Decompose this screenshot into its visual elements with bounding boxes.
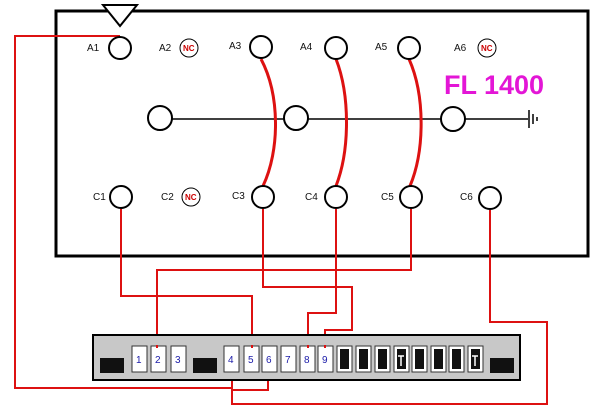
svg-text:6: 6 [266, 355, 272, 366]
svg-text:8: 8 [304, 355, 310, 366]
nc-badge-c2 [181, 187, 201, 207]
terminal-c1 [109, 185, 133, 209]
strip-slot-4: 4 [223, 345, 240, 373]
svg-text:9: 9 [322, 355, 328, 366]
strip-slot-pinned [467, 345, 484, 373]
wire-c6-slot6 [231, 210, 548, 405]
strip-slot-empty [336, 345, 353, 373]
terminal-label-c4: C4 [305, 192, 318, 203]
strip-slot-empty [411, 345, 428, 373]
terminal-label-a6: A6 [454, 43, 467, 54]
nc-label-a6: NC [481, 44, 493, 53]
strip-slot-pinned [393, 345, 410, 373]
terminal-label-c2: C2 [161, 192, 174, 203]
terminal-label-c1: C1 [93, 192, 106, 203]
strip-slot-2: 2 [150, 345, 167, 373]
wire-c5-slot2 [156, 209, 412, 345]
terminal-c6 [478, 186, 502, 210]
strip-slot-3: 3 [170, 345, 187, 373]
strip-slot-6: 6 [261, 345, 278, 373]
terminal-a5 [397, 36, 421, 60]
wire-c1-slot5 [120, 209, 253, 345]
strip-slot-empty [355, 345, 372, 373]
terminal-label-a2: A2 [159, 43, 172, 54]
strip-slot-5: 5 [243, 345, 260, 373]
strip-slot-empty [374, 345, 391, 373]
wire-a4-c4 [334, 58, 348, 187]
bus-terminal [283, 105, 309, 131]
strip-block [193, 358, 217, 373]
bus-terminal [440, 106, 466, 132]
svg-text:1: 1 [136, 355, 142, 366]
bus-terminal [147, 105, 173, 131]
strip-block [100, 358, 124, 373]
strip-slot-8: 8 [299, 345, 316, 373]
strip-slot-empty [448, 345, 465, 373]
terminal-a3 [249, 35, 273, 59]
terminal-label-a5: A5 [375, 42, 388, 53]
strip-block [490, 358, 514, 373]
wire-a3-c3 [259, 58, 277, 187]
ground-icon [528, 110, 538, 128]
pin-icon [398, 355, 404, 366]
terminal-label-c6: C6 [460, 192, 473, 203]
wire-c3-slot9 [262, 209, 353, 345]
svg-text:5: 5 [248, 355, 254, 366]
strip-slot-7: 7 [280, 345, 297, 373]
terminal-label-a3: A3 [229, 41, 242, 52]
nc-badge-a6 [477, 38, 497, 58]
device-box [54, 9, 590, 258]
strip-slot-1: 1 [131, 345, 148, 373]
terminal-label-a1: A1 [87, 43, 100, 54]
terminal-label-a4: A4 [300, 42, 313, 53]
pin-icon [472, 355, 478, 366]
device-title: FL 1400 [444, 70, 544, 100]
terminal-c3 [251, 185, 275, 209]
wire-a5-c5 [407, 58, 423, 187]
terminal-label-c5: C5 [381, 192, 394, 203]
terminal-c5 [399, 185, 423, 209]
svg-text:7: 7 [285, 355, 291, 366]
strip-slot-9: 9 [317, 345, 334, 373]
terminal-label-c3: C3 [232, 191, 245, 202]
wire-c4-slot8 [307, 209, 337, 345]
inverted-triangle-icon [100, 4, 140, 28]
svg-text:2: 2 [155, 355, 161, 366]
terminal-a4 [324, 36, 348, 60]
svg-text:4: 4 [228, 355, 234, 366]
strip-slot-empty [430, 345, 447, 373]
nc-badge-a2 [179, 38, 199, 58]
terminal-c4 [324, 185, 348, 209]
terminal-a1 [108, 36, 132, 60]
nc-label-a2: NC [183, 44, 195, 53]
nc-label-c2: NC [185, 193, 197, 202]
svg-text:3: 3 [175, 355, 181, 366]
